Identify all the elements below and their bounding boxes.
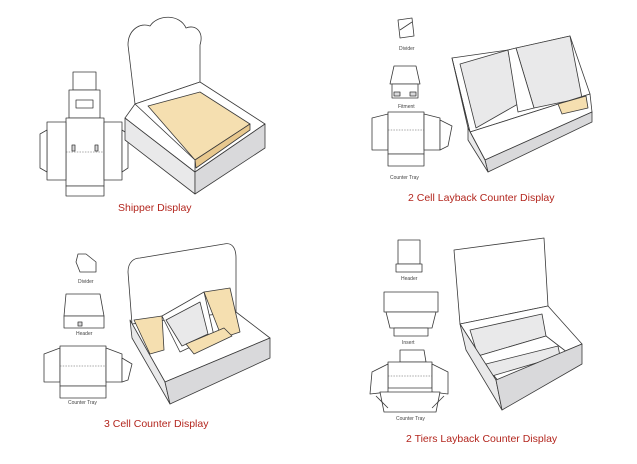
panel-2-tiers-layback: Header Insert Counter Tray 2 Tiers Layba…	[320, 232, 637, 464]
label-counter-tray-3cell: Counter Tray	[68, 400, 97, 406]
caption-2-cell-layback: 2 Cell Layback Counter Display	[408, 192, 555, 204]
two-tier-illustration	[369, 237, 583, 413]
two-cell-dieline	[371, 17, 453, 167]
panel-3-cell-counter: Divider Header Counter Tray 3 Cell Count…	[0, 232, 320, 464]
shipper-display-illustration	[39, 16, 266, 197]
three-cell-3d-display	[127, 243, 271, 405]
label-divider-2cell: Divider	[399, 46, 415, 52]
three-cell-illustration	[43, 243, 271, 405]
three-cell-dieline	[43, 253, 133, 399]
shipper-3d-box	[124, 16, 266, 195]
label-header-3cell: Header	[76, 331, 93, 337]
two-cell-3d-display	[451, 35, 593, 173]
panel-2-cell-layback: Divider Fitment Counter Tray 2 Cell Layb…	[320, 0, 637, 232]
label-header-2tier: Header	[401, 276, 418, 282]
label-divider-3cell: Divider	[78, 279, 94, 285]
label-counter-tray-2cell: Counter Tray	[390, 175, 419, 181]
label-counter-tray-2tier: Counter Tray	[396, 416, 425, 422]
panel-shipper-display: Shipper Display	[0, 0, 320, 232]
caption-2-tiers-layback: 2 Tiers Layback Counter Display	[406, 433, 558, 445]
two-tier-dieline	[369, 239, 449, 413]
caption-3-cell-counter: 3 Cell Counter Display	[104, 418, 209, 430]
label-insert-2tier: Insert	[402, 340, 415, 346]
caption-shipper-display: Shipper Display	[118, 202, 192, 214]
label-fitment-2cell: Fitment	[398, 104, 415, 110]
two-cell-illustration	[371, 17, 593, 173]
shipper-dieline	[39, 71, 129, 197]
two-tier-3d-display	[453, 237, 583, 411]
